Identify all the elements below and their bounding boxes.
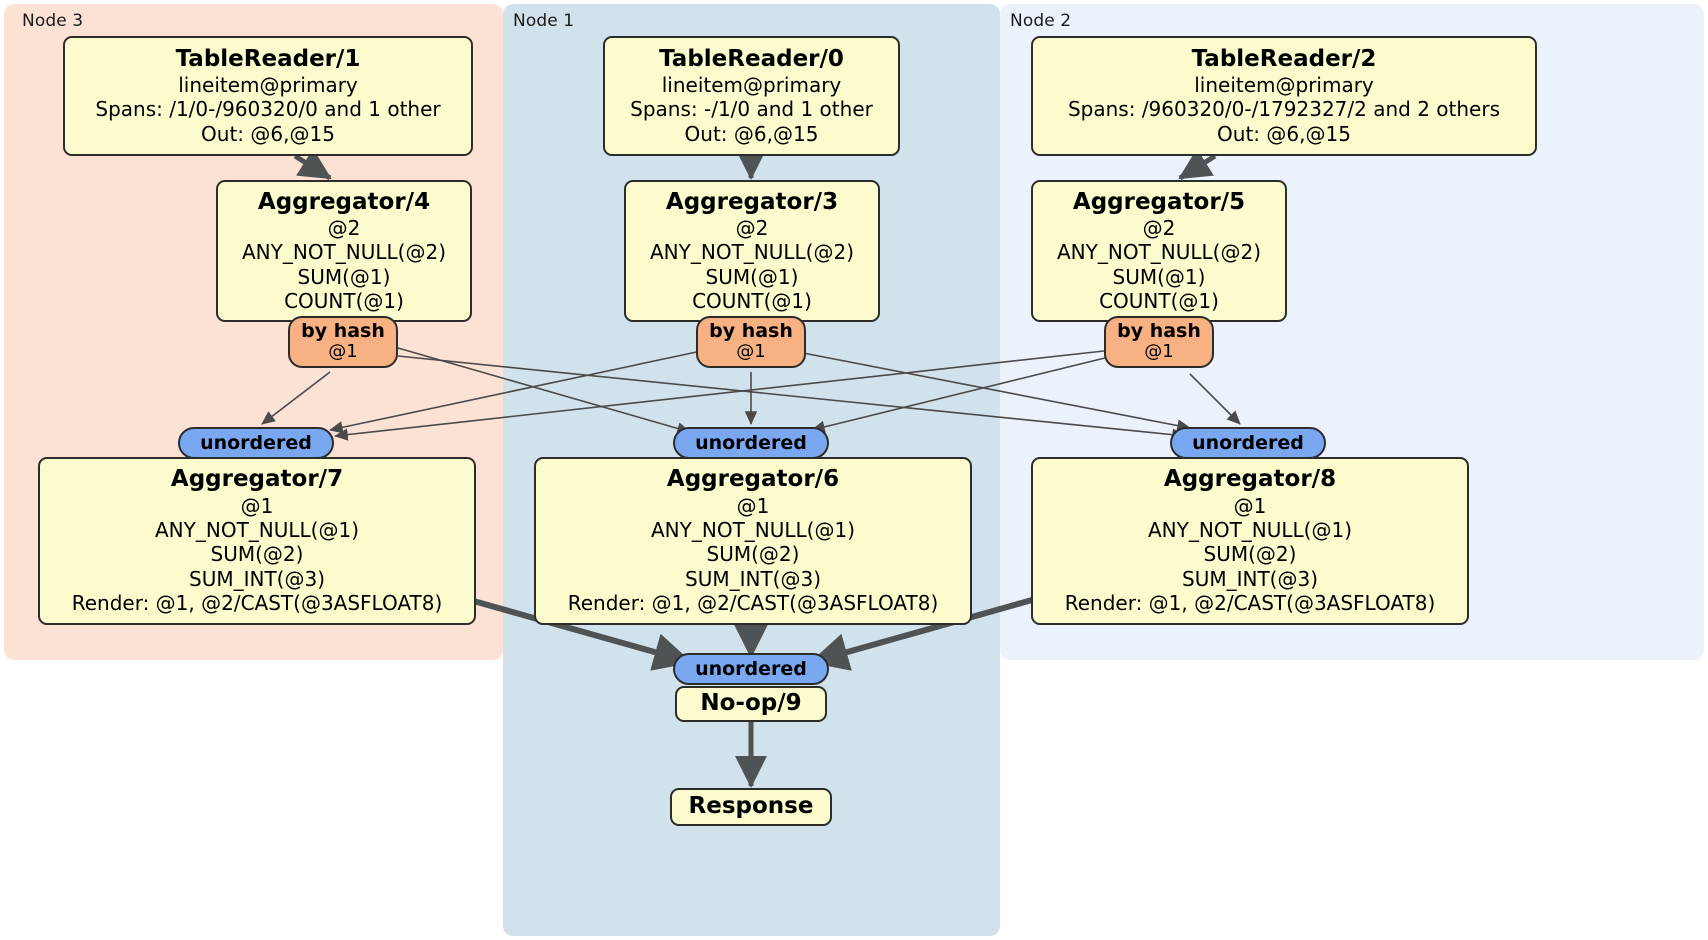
processor-line: SUM(@1) [705,264,799,289]
processor-title: Response [688,793,814,820]
processor-line: @2 [735,215,769,240]
router-badge-label: by hash [301,320,385,343]
processor-line: ANY_NOT_NULL(@2) [650,240,854,265]
processor-line: ANY_NOT_NULL(@1) [1148,517,1352,542]
processor-line: Out: @6,@15 [684,121,819,146]
router-badge-by-hash-right[interactable]: by hash @1 [1104,316,1214,368]
synchronizer-badge-unordered-middle[interactable]: unordered [673,427,829,459]
node-label-node3: Node 3 [22,11,84,31]
processor-line: Out: @6,@15 [1217,121,1351,146]
processor-line: @2 [1142,215,1176,240]
node-label-node1: Node 1 [513,11,575,31]
processor-line: SUM_INT(@3) [189,566,325,591]
router-badge-label: by hash [1117,320,1201,343]
processor-line: Spans: /960320/0-/1792327/2 and 2 others [1067,97,1500,122]
synchronizer-badge-unordered-final[interactable]: unordered [673,653,829,685]
router-badge-by-hash-middle[interactable]: by hash @1 [696,316,806,368]
processor-line: SUM(@2) [1203,542,1297,567]
processor-line: Render: @1, @2/CAST(@3ASFLOAT8) [567,591,939,616]
processor-line: Spans: -/1/0 and 1 other [630,97,873,122]
processor-title: TableReader/1 [175,45,361,72]
router-badge-by-hash-left[interactable]: by hash @1 [288,316,398,368]
processor-title: Aggregator/3 [665,188,839,215]
processor-title: Aggregator/5 [1072,188,1246,215]
processor-aggregator8[interactable]: Aggregator/8 @1 ANY_NOT_NULL(@1) SUM(@2)… [1031,457,1469,625]
synchronizer-badge-label: unordered [695,657,807,680]
processor-response[interactable]: Response [670,788,832,826]
processor-line: SUM(@1) [297,264,391,289]
processor-title: Aggregator/6 [666,466,840,493]
processor-line: lineitem@primary [661,72,842,97]
processor-aggregator4[interactable]: Aggregator/4 @2 ANY_NOT_NULL(@2) SUM(@1)… [216,180,472,322]
processor-line: @1 [240,493,274,518]
synchronizer-badge-label: unordered [1192,431,1304,454]
processor-line: ANY_NOT_NULL(@2) [242,240,446,265]
processor-line: ANY_NOT_NULL(@2) [1057,240,1261,265]
processor-line: COUNT(@1) [1099,288,1219,313]
synchronizer-badge-unordered-left[interactable]: unordered [178,427,334,459]
processor-line: COUNT(@1) [692,288,812,313]
processor-title: TableReader/2 [1191,45,1377,72]
processor-line: SUM(@2) [210,542,304,567]
processor-aggregator6[interactable]: Aggregator/6 @1 ANY_NOT_NULL(@1) SUM(@2)… [534,457,972,625]
processor-line: Out: @6,@15 [201,121,335,146]
router-badge-label: by hash [709,320,793,343]
processor-tablereader1[interactable]: TableReader/1 lineitem@primary Spans: /1… [63,36,473,156]
processor-line: ANY_NOT_NULL(@1) [155,517,359,542]
processor-line: lineitem@primary [1194,72,1374,97]
processor-line: SUM(@1) [1112,264,1206,289]
processor-noop9[interactable]: No-op/9 [675,686,827,722]
processor-line: Render: @1, @2/CAST(@3ASFLOAT8) [71,591,443,616]
processor-tablereader2[interactable]: TableReader/2 lineitem@primary Spans: /9… [1031,36,1537,156]
processor-aggregator3[interactable]: Aggregator/3 @2 ANY_NOT_NULL(@2) SUM(@1)… [624,180,880,322]
processor-line: @1 [736,493,770,518]
node-label-node2: Node 2 [1010,11,1072,31]
processor-line: lineitem@primary [178,72,358,97]
processor-line: SUM_INT(@3) [685,566,821,591]
processor-title: No-op/9 [700,690,802,717]
processor-title: Aggregator/7 [170,466,344,493]
router-badge-column: @1 [328,341,358,363]
processor-tablereader0[interactable]: TableReader/0 lineitem@primary Spans: -/… [603,36,900,156]
synchronizer-badge-unordered-right[interactable]: unordered [1170,427,1326,459]
processor-line: Spans: /1/0-/960320/0 and 1 other [95,97,441,122]
router-badge-column: @1 [736,341,766,363]
synchronizer-badge-label: unordered [200,431,312,454]
processor-line: Render: @1, @2/CAST(@3ASFLOAT8) [1064,591,1436,616]
processor-line: @2 [327,215,361,240]
synchronizer-badge-label: unordered [695,431,807,454]
processor-line: @1 [1233,493,1267,518]
processor-title: Aggregator/4 [257,188,431,215]
router-badge-column: @1 [1144,341,1174,363]
processor-line: SUM(@2) [706,542,800,567]
processor-aggregator5[interactable]: Aggregator/5 @2 ANY_NOT_NULL(@2) SUM(@1)… [1031,180,1287,322]
processor-title: Aggregator/8 [1163,466,1337,493]
processor-line: COUNT(@1) [284,288,404,313]
processor-title: TableReader/0 [659,45,844,72]
processor-line: ANY_NOT_NULL(@1) [651,517,855,542]
processor-aggregator7[interactable]: Aggregator/7 @1 ANY_NOT_NULL(@1) SUM(@2)… [38,457,476,625]
processor-line: SUM_INT(@3) [1182,566,1318,591]
